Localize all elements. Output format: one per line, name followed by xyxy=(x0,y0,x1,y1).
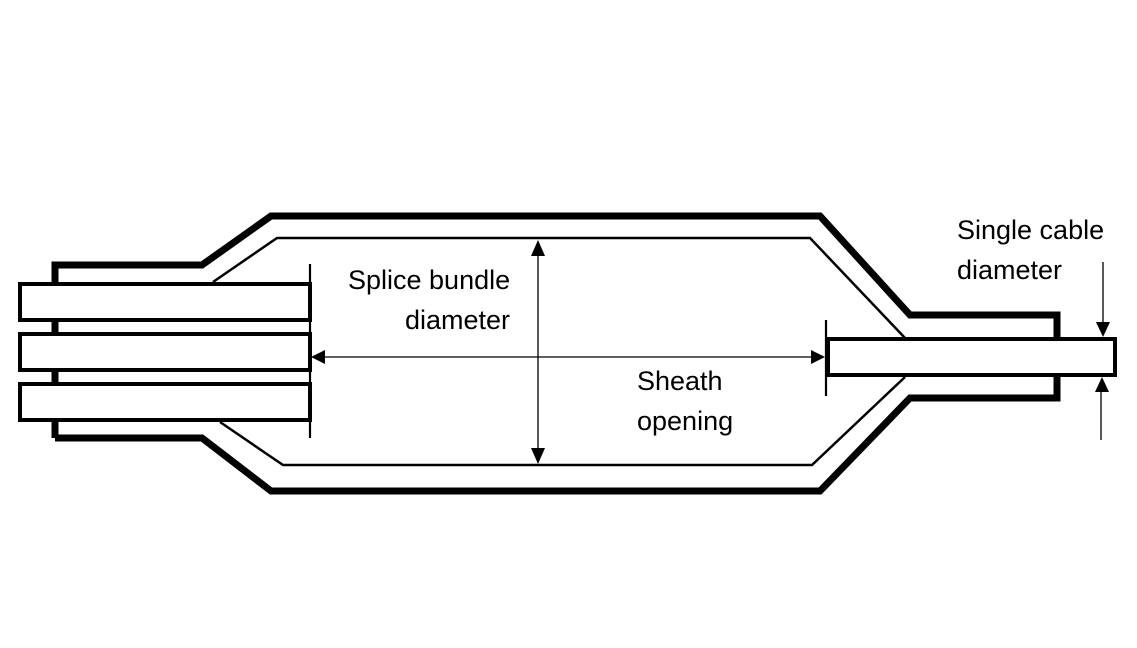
bundle-cable-2 xyxy=(18,332,312,372)
sheath-opening-left-arrow xyxy=(311,350,325,364)
inner-sheath-bottom xyxy=(219,376,906,467)
single-cable-label-line2: diameter xyxy=(957,255,1062,285)
bundle-diameter-top-arrow xyxy=(531,240,545,256)
single-cable-label-line1: Single cable xyxy=(957,215,1104,245)
outer-sheath-bottom xyxy=(55,374,1061,495)
sheath-opening-right-arrow xyxy=(811,350,825,364)
outer-sheath-top xyxy=(51,212,1061,438)
inner-sheath-top xyxy=(212,236,906,339)
splice-bundle-label-line2: diameter xyxy=(405,305,510,335)
splice-bundle-label-line1: Splice bundle xyxy=(348,265,510,295)
sheath-opening-label-line2: opening xyxy=(637,406,733,436)
single-cable-top-arrow xyxy=(1096,322,1110,337)
sheath-opening-label-line1: Sheath xyxy=(637,366,723,396)
bundle-diameter-bottom-arrow xyxy=(531,448,545,464)
single-cable-bottom-arrow xyxy=(1095,377,1109,392)
single-cable xyxy=(826,337,1117,377)
bundle-cable-3 xyxy=(18,382,312,422)
bundle-cable-1 xyxy=(18,282,312,322)
